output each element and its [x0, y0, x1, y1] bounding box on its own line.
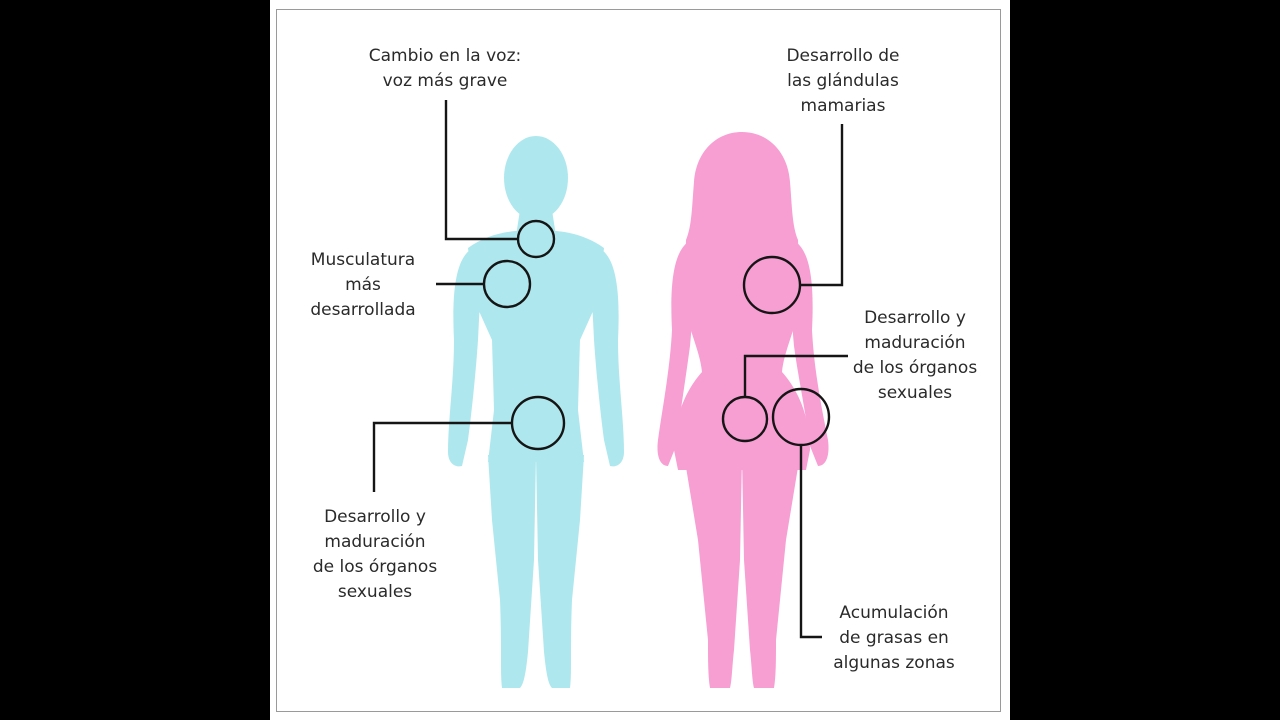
male-head	[504, 136, 568, 220]
male-right-arm	[592, 250, 624, 467]
female-left-arm	[657, 242, 694, 466]
panel-border	[276, 9, 1001, 712]
female-left-leg	[684, 455, 742, 688]
callout-line-voice	[444, 100, 518, 241]
female-torso	[674, 226, 810, 470]
label-musculature: Musculatura más desarrollada	[310, 250, 416, 320]
female-hair	[686, 132, 798, 240]
male-neck	[516, 210, 556, 236]
label-mammary: Desarrollo de las glándulas mamarias	[786, 46, 900, 116]
female-right-arm	[790, 242, 829, 466]
callout-line-male-organs	[372, 421, 512, 492]
male-left-arm	[448, 250, 480, 467]
male-silhouette	[448, 136, 624, 688]
diagram-panel	[270, 0, 1010, 720]
male-left-leg	[488, 455, 536, 688]
label-male-organs: Desarrollo y maduración de los órganos s…	[312, 507, 438, 602]
female-right-leg	[742, 455, 800, 688]
callout-line-female-organs	[743, 354, 848, 397]
male-torso	[468, 230, 604, 462]
callout-line-fat	[799, 445, 822, 639]
label-female-organs: Desarrollo y maduración de los órganos s…	[852, 308, 978, 403]
male-right-leg	[536, 455, 584, 688]
callout-line-mammary	[800, 124, 844, 287]
label-voice-change: Cambio en la voz: voz más grave	[368, 46, 522, 91]
label-fat: Acumulación de grasas en algunas zonas	[833, 603, 955, 673]
callouts	[372, 100, 848, 639]
female-silhouette	[657, 132, 829, 688]
